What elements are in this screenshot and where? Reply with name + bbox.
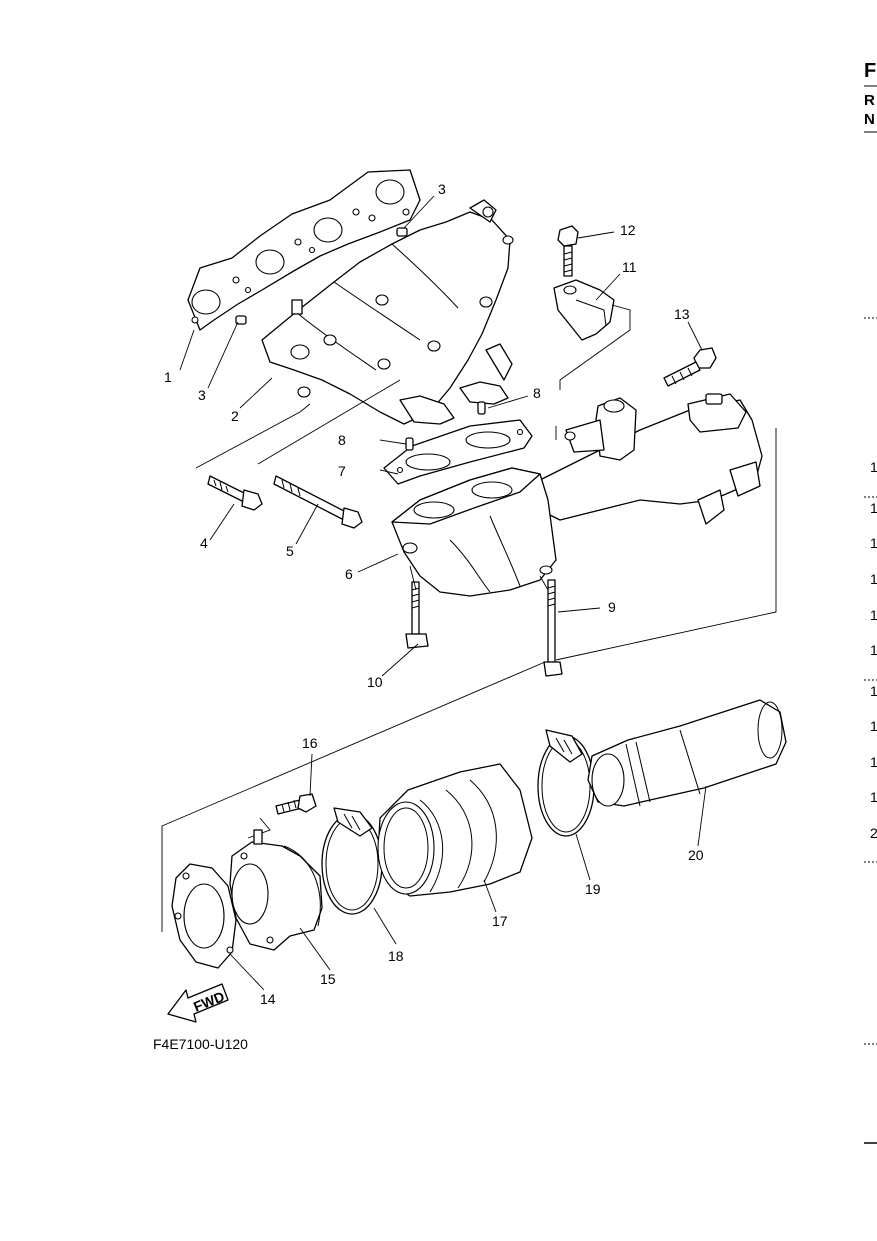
bolt-12 <box>557 225 579 277</box>
callout-12: 12 <box>620 222 636 238</box>
callout-14: 14 <box>260 991 276 1007</box>
callout-19: 19 <box>585 881 601 897</box>
callout-13: 13 <box>674 306 690 322</box>
hose-clamp-19 <box>537 729 595 837</box>
callout-9: 9 <box>608 599 616 615</box>
fwd-arrow-icon: FWD <box>167 983 229 1023</box>
exhaust-gasket <box>187 169 421 331</box>
hose-clamp-18 <box>321 807 383 915</box>
callout-15: 15 <box>320 971 336 987</box>
exhaust-manifold <box>261 199 514 425</box>
callout-8: 8 <box>533 385 541 401</box>
index-entry: 1 <box>870 535 877 551</box>
bolt-16 <box>275 793 317 815</box>
dowel-pins <box>235 227 408 325</box>
callout-20: 20 <box>688 847 704 863</box>
callout-6: 6 <box>345 566 353 582</box>
index-entry: 1 <box>870 683 877 699</box>
index-entry: 1 <box>870 500 877 516</box>
page-header-fragment: F R N <box>864 60 877 133</box>
index-entry: 2 <box>870 825 877 841</box>
callout-4: 4 <box>200 535 208 551</box>
index-entry: 1 <box>870 571 877 587</box>
leader-lines <box>179 195 707 991</box>
flange-pipe-15 <box>229 829 323 951</box>
index-entry: 1 <box>870 718 877 734</box>
exhaust-pipe-20 <box>587 699 787 807</box>
index-entry: 1 <box>870 642 877 658</box>
index-entry: 1 <box>870 754 877 770</box>
block-gasket <box>383 419 533 485</box>
callout-17: 17 <box>492 913 508 929</box>
index-entry: 1 <box>870 459 877 475</box>
callout-10: 10 <box>367 674 383 690</box>
exhaust-block <box>391 467 557 597</box>
header-letter-n: N <box>864 111 875 128</box>
figure-code: F4E7100-U120 <box>153 1036 248 1052</box>
index-entry: 1 <box>870 607 877 623</box>
callout-2: 2 <box>231 408 239 424</box>
fwd-label: FWD <box>191 988 227 1015</box>
right-index-column: 1 1 1 1 1 1 1 1 1 1 2 <box>864 317 877 1144</box>
callouts: 1 2 3 3 4 5 6 7 8 8 9 10 11 12 13 14 15 … <box>164 181 704 1007</box>
callout-7: 7 <box>338 463 346 479</box>
bolt-5 <box>273 475 363 529</box>
callout-5: 5 <box>286 543 294 559</box>
callout-18: 18 <box>388 948 404 964</box>
index-entry: 1 <box>870 789 877 805</box>
callout-16: 16 <box>302 735 318 751</box>
flange-gasket-14 <box>171 863 237 969</box>
header-letter-f: F <box>864 60 876 82</box>
bolt-10 <box>405 581 429 649</box>
bolt-4 <box>207 475 263 511</box>
callout-3: 3 <box>438 181 446 197</box>
header-letter-r: R <box>864 92 875 109</box>
rubber-hose-17 <box>377 763 533 897</box>
callout-8: 8 <box>338 432 346 448</box>
callout-11: 11 <box>622 259 637 275</box>
bracket-11 <box>553 279 615 341</box>
callout-3: 3 <box>198 387 206 403</box>
stud-9 <box>543 579 563 677</box>
callout-1: 1 <box>164 369 172 385</box>
exhaust-pipe-body <box>539 393 763 525</box>
bolt-13 <box>663 347 717 387</box>
